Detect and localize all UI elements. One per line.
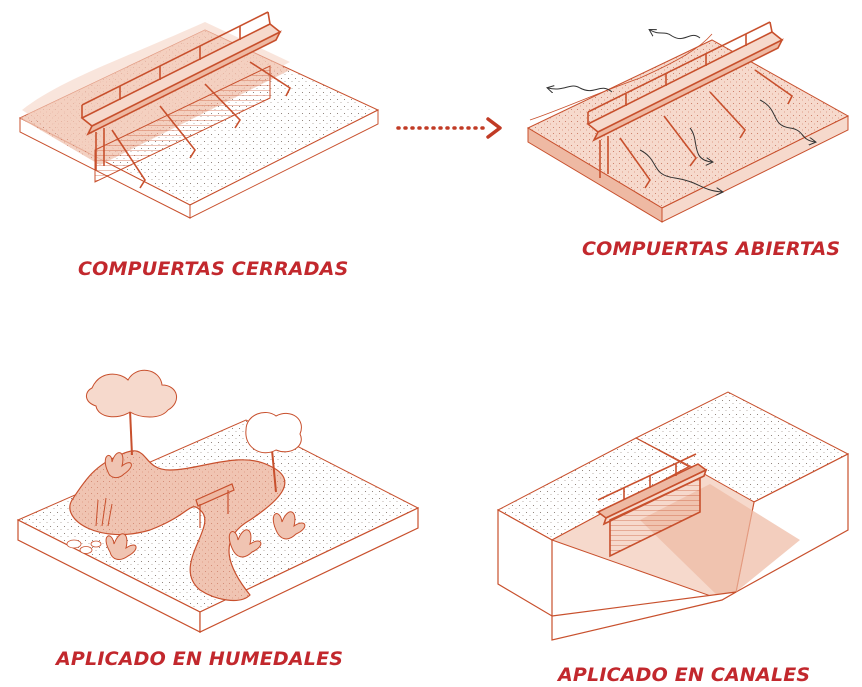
water-flow-arrows <box>548 30 815 192</box>
panel-gates-open <box>526 21 850 223</box>
panel-wetlands <box>16 370 420 633</box>
wetland-gate <box>195 483 235 528</box>
caption-gates-open: COMPUERTAS ABIERTAS <box>582 238 841 260</box>
caption-gates-closed: COMPUERTAS CERRADAS <box>78 258 349 280</box>
tree-icon <box>86 370 302 493</box>
caption-applied-wetlands: APLICADO EN HUMEDALES <box>56 648 344 670</box>
plant-icon <box>95 452 306 560</box>
bridge-deck-open <box>586 21 794 189</box>
panel-channels <box>496 391 850 641</box>
stones <box>66 539 102 554</box>
channel-gate <box>596 453 708 558</box>
caption-applied-channels: APLICADO EN CANALES <box>558 664 811 686</box>
panel-gates-closed <box>18 11 380 219</box>
bridge-deck-closed <box>80 11 292 189</box>
transition-arrow <box>396 117 502 139</box>
